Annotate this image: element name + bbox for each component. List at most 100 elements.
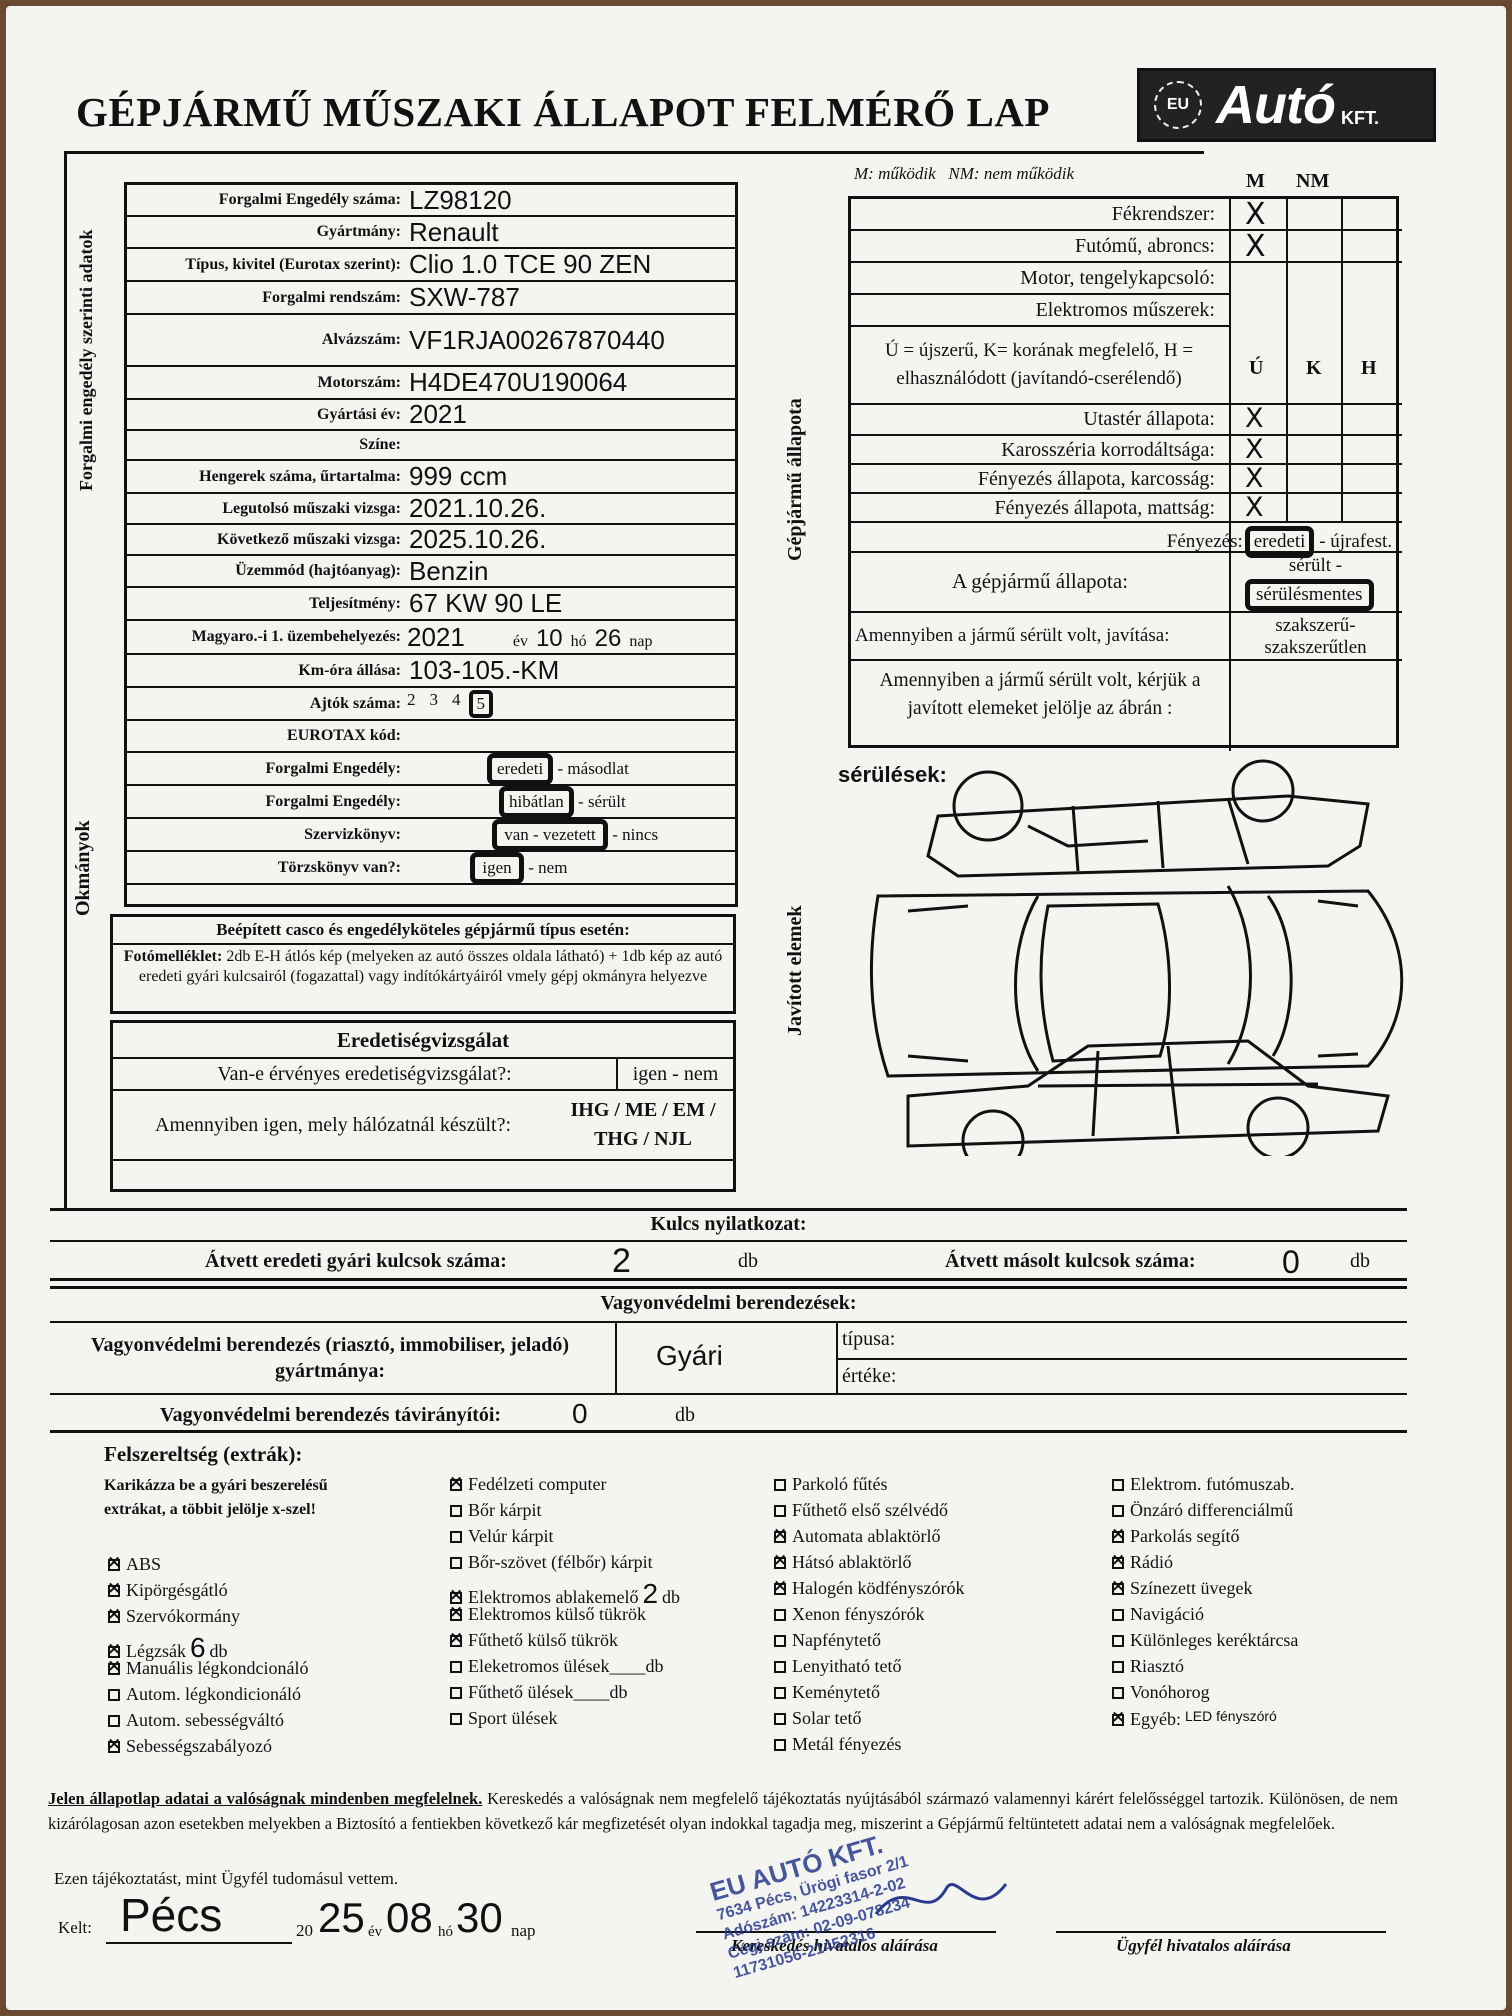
extra-checkbox[interactable]: [107, 1656, 121, 1676]
extra-checkbox[interactable]: [449, 1602, 463, 1622]
extra-checkbox[interactable]: [773, 1524, 787, 1544]
extra-label: Elektromos külső tükrök: [468, 1604, 646, 1624]
extra-checkbox[interactable]: [107, 1552, 121, 1572]
casco-body: 2db E-H átlós kép (melyeken az autó össz…: [138, 948, 723, 985]
extra-checkbox[interactable]: [450, 1661, 462, 1673]
condition-mark: X: [1245, 434, 1264, 465]
extra-checkbox[interactable]: [1112, 1687, 1124, 1699]
document-row: Forgalmi Engedély: hibátlan - sérült: [127, 785, 735, 819]
condition-row: [851, 263, 1229, 295]
origin-row-2: Amennyiben igen, mely hálózatnál készült…: [113, 1091, 733, 1161]
extra-checkbox[interactable]: [450, 1557, 462, 1569]
extra-checkbox[interactable]: [774, 1505, 786, 1517]
extra-checkbox[interactable]: [107, 1604, 121, 1624]
extra-checkbox[interactable]: [774, 1609, 786, 1621]
vehicle-row: Alvázszám:VF1RJA00267870440: [127, 315, 735, 367]
extra-checkbox[interactable]: [1111, 1707, 1125, 1727]
left-border: [64, 151, 67, 1208]
document-options: van - vezetett - nincs: [492, 818, 659, 851]
extra-checkbox[interactable]: [449, 1628, 463, 1648]
extra-checkbox[interactable]: [774, 1479, 786, 1491]
first-registration-label: Magyaro.-i 1. üzembehelyezés:: [191, 628, 401, 645]
paint-sep: -: [1314, 531, 1331, 552]
paint-value: Fényezés:eredeti - újrafest.: [1167, 526, 1392, 558]
extra-handwritten: 6: [189, 1632, 206, 1663]
extra-checkbox[interactable]: [449, 1472, 463, 1492]
document-label: Forgalmi Engedély:: [265, 792, 401, 810]
date-city: Pécs: [120, 1889, 223, 1941]
extra-label: Színezett üvegek: [1130, 1578, 1253, 1598]
extra-item: Velúr kárpit: [450, 1526, 553, 1547]
vehicle-row-label: Üzemmód (hajtóanyag):: [235, 562, 401, 579]
extra-checkbox[interactable]: [1112, 1661, 1124, 1673]
extra-checkbox[interactable]: [107, 1578, 121, 1598]
km-label: Km-óra állása:: [298, 661, 401, 679]
scale-u: Ú: [1249, 357, 1264, 379]
extra-checkbox[interactable]: [450, 1505, 462, 1517]
extra-checkbox[interactable]: [773, 1550, 787, 1570]
extra-item: Színezett üvegek: [1111, 1576, 1253, 1599]
extra-label: Kipörgésgátló: [126, 1580, 228, 1600]
city-line: [106, 1942, 292, 1944]
vehicle-row: Forgalmi Engedély száma:LZ98120: [127, 185, 735, 217]
extra-checkbox[interactable]: [1111, 1550, 1125, 1570]
extra-checkbox[interactable]: [1112, 1609, 1124, 1621]
top-border: [64, 151, 1204, 154]
first-registration-nap: nap: [629, 632, 653, 650]
extra-checkbox[interactable]: [774, 1713, 786, 1725]
security-maker-value: Gyári: [656, 1340, 723, 1371]
extra-checkbox[interactable]: [774, 1635, 786, 1647]
document-options: hibátlan - sérült: [499, 785, 626, 818]
door-option: 2: [407, 689, 416, 709]
vehicle-row: Motorszám:H4DE470U190064: [127, 367, 735, 400]
vehicle-row: Legutolsó műszaki vizsga:2021.10.26.: [127, 493, 735, 525]
extra-checkbox[interactable]: [774, 1739, 786, 1751]
extra-label: Fűthető külső tükrök: [468, 1630, 619, 1650]
vehicle-row-label: Hengerek száma, űrtartalma:: [199, 467, 401, 485]
eu-stars-icon: EU: [1154, 81, 1202, 129]
acknowledgement: Ezen tájékoztatást, mint Ügyfél tudomásu…: [54, 1869, 399, 1888]
document-row: Forgalmi Engedély:eredeti - másodlat: [127, 752, 735, 786]
extra-checkbox[interactable]: [1112, 1479, 1124, 1491]
extra-checkbox[interactable]: [774, 1687, 786, 1699]
vehicle-row-value: SXW-787: [409, 282, 520, 312]
origin-answer-2: IHG / ME / EM /THG / NJL: [553, 1096, 733, 1154]
extra-label: ABS: [126, 1554, 162, 1574]
extra-item: Eleketromos ülések____db: [450, 1656, 663, 1677]
extra-checkbox[interactable]: [450, 1531, 462, 1543]
extra-label: Rádió: [1130, 1552, 1173, 1572]
extra-suffix: db: [662, 1587, 681, 1607]
extra-checkbox[interactable]: [108, 1689, 120, 1701]
document-row: Törzskönyv van?:igen - nem: [127, 851, 735, 885]
document-options: igen - nem: [470, 851, 567, 884]
extra-checkbox[interactable]: [1111, 1524, 1125, 1544]
extra-checkbox[interactable]: [1112, 1505, 1124, 1517]
extra-item: Elektromos külső tükrök: [449, 1602, 646, 1625]
extra-checkbox[interactable]: [108, 1715, 120, 1727]
extra-checkbox[interactable]: [774, 1661, 786, 1673]
keys-copy-value: 0: [1282, 1244, 1300, 1280]
security-remote-db: db: [675, 1404, 695, 1426]
doors-label: Ajtók száma:: [309, 694, 401, 712]
document-option-other: nincs: [622, 824, 659, 844]
extra-checkbox[interactable]: [1111, 1576, 1125, 1596]
origin-answer-1: igen - nem: [632, 1062, 719, 1085]
extra-item: Bőr-szövet (félbőr) kárpit: [450, 1552, 653, 1573]
repair-option-2: szakszerűtlen: [1264, 637, 1367, 658]
first-registration-month: 10: [535, 624, 563, 652]
vehicle-row-label: Alvázszám:: [321, 331, 401, 348]
extra-checkbox[interactable]: [1112, 1635, 1124, 1647]
security-maker-label: Vagyonvédelmi berendezés (riasztó, immob…: [90, 1334, 570, 1382]
scale-k: K: [1306, 357, 1322, 379]
extra-checkbox[interactable]: [450, 1713, 462, 1725]
extra-checkbox[interactable]: [773, 1576, 787, 1596]
extra-checkbox[interactable]: [450, 1687, 462, 1699]
logo-kft-text: KFT.: [1340, 107, 1379, 128]
extra-label: Különleges keréktárcsa: [1130, 1630, 1299, 1650]
condition-row: [851, 436, 1402, 465]
extra-label: Légzsák: [126, 1641, 186, 1661]
extra-item: Sebességszabályozó: [107, 1734, 272, 1757]
extra-checkbox[interactable]: [107, 1734, 121, 1754]
document-label: Szervizkönyv:: [304, 825, 401, 843]
